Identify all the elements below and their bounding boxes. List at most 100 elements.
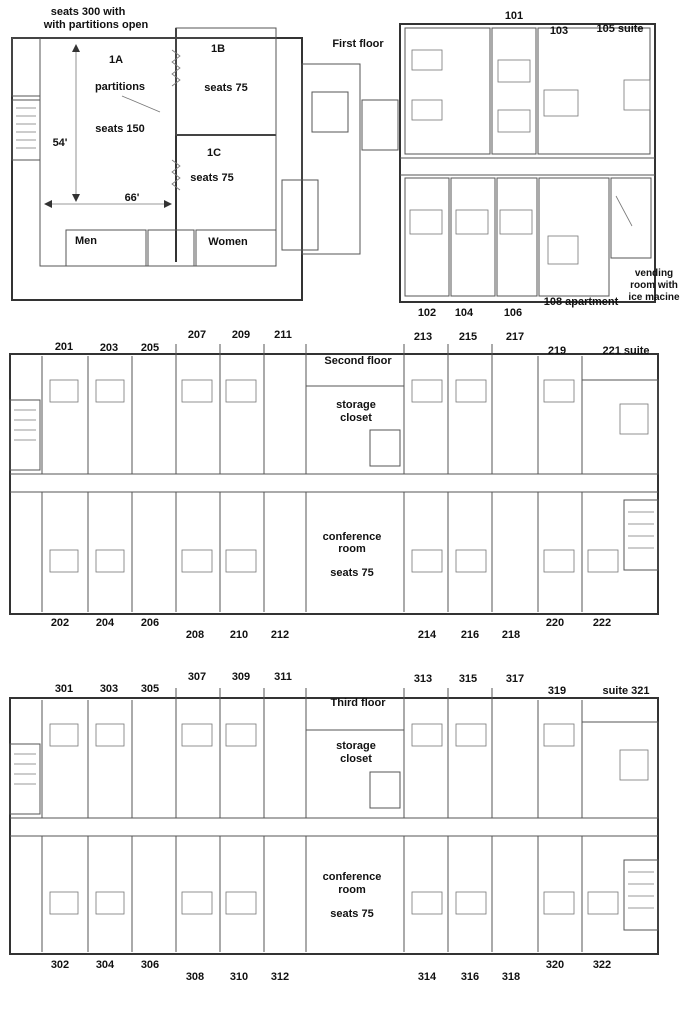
second-floor-outline bbox=[9, 353, 659, 615]
storage-closet-label: storage bbox=[336, 399, 376, 411]
elevator bbox=[361, 99, 399, 151]
conference-room-seats: seats 75 bbox=[330, 567, 373, 579]
room-209-label: 209 bbox=[232, 329, 250, 341]
second-floor-labels: Second floor storage closet conference r… bbox=[51, 329, 650, 641]
stair-east bbox=[623, 859, 659, 931]
partition-fold-marks bbox=[171, 159, 181, 191]
mens-restroom-label: Men bbox=[75, 235, 97, 247]
room-312-label: 312 bbox=[271, 971, 289, 983]
room-314-label: 314 bbox=[418, 971, 437, 983]
floor-title: First floor bbox=[332, 38, 384, 50]
room-1a-label: 1A bbox=[109, 54, 123, 66]
first-floor-plan bbox=[11, 23, 656, 303]
room-216-label: 216 bbox=[461, 629, 479, 641]
room-101 bbox=[404, 27, 491, 155]
room-106-label: 106 bbox=[504, 307, 522, 319]
meeting-room-1a-wall bbox=[39, 37, 277, 267]
room-215-label: 215 bbox=[459, 331, 477, 343]
stair-west bbox=[11, 99, 41, 161]
mens-restroom bbox=[65, 229, 147, 267]
suite-105 bbox=[537, 27, 651, 155]
room-219-label: 219 bbox=[548, 345, 566, 357]
room-311-label: 311 bbox=[274, 671, 292, 683]
first-floor-labels: seats 300 with with partitions open Firs… bbox=[43, 6, 680, 319]
suite-321-bedroom bbox=[581, 721, 659, 819]
stair-west bbox=[9, 743, 41, 815]
storage-closet-label: closet bbox=[340, 753, 372, 765]
partitions-pointer bbox=[121, 95, 161, 113]
room-207-label: 207 bbox=[188, 329, 206, 341]
room-302-label: 302 bbox=[51, 959, 69, 971]
room-213-label: 213 bbox=[414, 331, 432, 343]
apartment-108 bbox=[538, 177, 610, 297]
storage-closet-label: storage bbox=[336, 740, 376, 752]
floor-title: Third floor bbox=[331, 697, 387, 709]
conference-room-seats: seats 75 bbox=[330, 908, 373, 920]
room-206-label: 206 bbox=[141, 617, 159, 629]
third-floor-outline bbox=[9, 697, 659, 955]
room-101-label: 101 bbox=[505, 10, 523, 22]
room-305-label: 305 bbox=[141, 683, 159, 695]
elevator bbox=[369, 771, 401, 809]
hall-capacity-note: seats 300 with bbox=[51, 6, 126, 18]
room-102 bbox=[404, 177, 450, 297]
room-319-label: 319 bbox=[548, 685, 566, 697]
third-floor-plan bbox=[9, 688, 659, 955]
suite-221-bedroom bbox=[581, 379, 659, 475]
suite-321-label: suite 321 bbox=[602, 685, 649, 697]
room-202-label: 202 bbox=[51, 617, 69, 629]
conference-room-label: conference bbox=[323, 871, 382, 883]
room-106 bbox=[496, 177, 538, 297]
stair-west bbox=[9, 399, 41, 471]
dimension-width-label: 66' bbox=[125, 192, 140, 204]
conference-room-label: room bbox=[338, 884, 366, 896]
room-201-label: 201 bbox=[55, 341, 73, 353]
storage-elevator-core bbox=[305, 385, 405, 475]
conference-room-label: room bbox=[338, 543, 366, 555]
vending-room bbox=[610, 177, 652, 259]
vending-room-label: vending bbox=[635, 268, 673, 279]
room-304-label: 304 bbox=[96, 959, 115, 971]
womens-restroom bbox=[195, 229, 277, 267]
storage-elevator-core bbox=[305, 729, 405, 819]
womens-restroom-label: Women bbox=[208, 236, 248, 248]
partitions-label: partitions bbox=[95, 81, 145, 93]
floor-title: Second floor bbox=[324, 355, 392, 367]
room-222-label: 222 bbox=[593, 617, 611, 629]
room-303-label: 303 bbox=[100, 683, 118, 695]
room-322-label: 322 bbox=[593, 959, 611, 971]
vending-room-label: ice macine bbox=[628, 292, 680, 303]
room-102-label: 102 bbox=[418, 307, 436, 319]
storage-closet-label: closet bbox=[340, 412, 372, 424]
room-306-label: 306 bbox=[141, 959, 159, 971]
room-315-label: 315 bbox=[459, 673, 477, 685]
room-212-label: 212 bbox=[271, 629, 289, 641]
lobby-seating bbox=[311, 91, 349, 133]
room-1c-label: 1C bbox=[207, 147, 221, 159]
room-310-label: 310 bbox=[230, 971, 248, 983]
apartment-108-label: 108 apartment bbox=[544, 296, 619, 308]
room-320-label: 320 bbox=[546, 959, 564, 971]
room-208-label: 208 bbox=[186, 629, 204, 641]
room-1c-seats: seats 75 bbox=[190, 172, 233, 184]
vending-room-label: room with bbox=[630, 280, 678, 291]
meeting-hall-outline bbox=[11, 37, 303, 301]
room-1a-seats: seats 150 bbox=[95, 123, 145, 135]
restroom-stair bbox=[147, 229, 195, 267]
room-1b-label: 1B bbox=[211, 43, 225, 55]
room-214-label: 214 bbox=[418, 629, 437, 641]
room-204-label: 204 bbox=[96, 617, 115, 629]
second-floor-plan bbox=[9, 344, 659, 615]
suite-221-label: 221 suite bbox=[602, 345, 649, 357]
room-1b-seats: seats 75 bbox=[204, 82, 247, 94]
room-307-label: 307 bbox=[188, 671, 206, 683]
conference-room-label: conference bbox=[323, 531, 382, 543]
room-211-label: 211 bbox=[274, 329, 292, 341]
room-218-label: 218 bbox=[502, 629, 520, 641]
room-318-label: 318 bbox=[502, 971, 520, 983]
stair-east bbox=[623, 499, 659, 571]
suite-105-label: 105 suite bbox=[596, 23, 643, 35]
dimension-height-label: 54' bbox=[53, 137, 68, 149]
room-210-label: 210 bbox=[230, 629, 248, 641]
room-313-label: 313 bbox=[414, 673, 432, 685]
